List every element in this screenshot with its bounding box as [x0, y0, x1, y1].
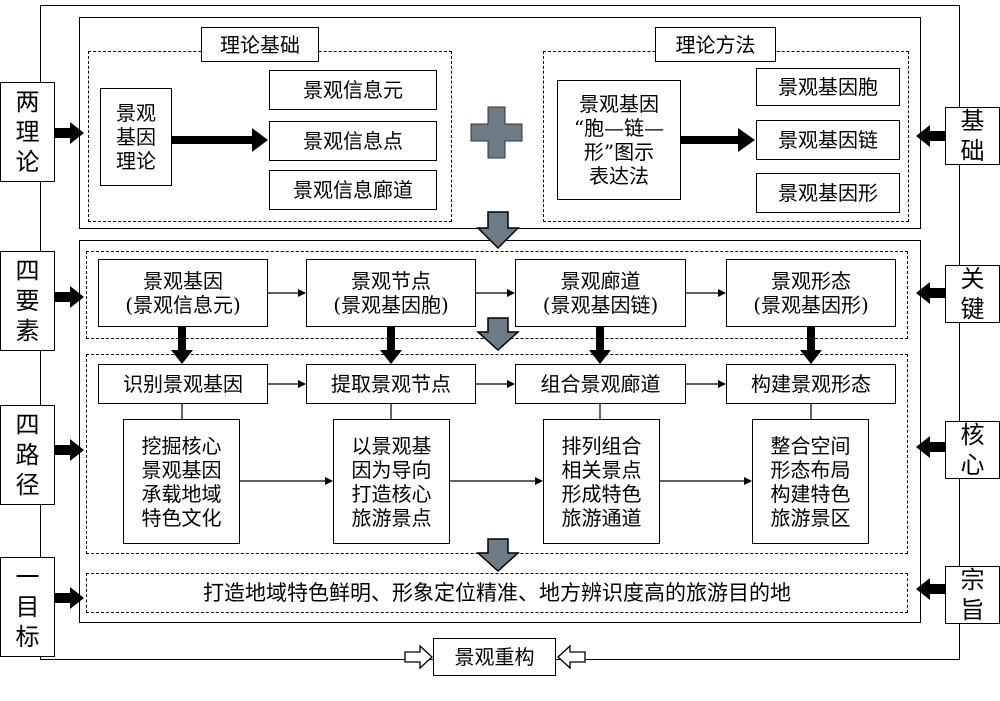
path-combine-desc: 排列组合 相关景点 形成特色 旅游通道	[543, 419, 660, 544]
element-corridor: 景观廊道 (景观基因链)	[515, 259, 686, 327]
element-node-title: 景观节点	[351, 269, 431, 293]
path-extract-title: 提取景观节点	[306, 364, 476, 404]
grey-down-arrows	[476, 211, 520, 573]
right-label-core: 核 心	[945, 421, 1000, 479]
right-label-purpose: 宗 旨	[945, 566, 1000, 624]
element-form: 景观形态 (景观基因形)	[726, 259, 896, 327]
path-build-title: 构建景观形态	[726, 364, 896, 404]
element-gene-title: 景观基因	[143, 269, 223, 293]
path-identify-title: 识别景观基因	[98, 364, 268, 404]
left-label-one-goal: 一 目 标	[0, 557, 55, 657]
theory-method-title: 理论方法	[655, 27, 776, 62]
goal-text: 打造地域特色鲜明、形象定位精准、地方辨识度高的旅游目的地	[203, 581, 791, 605]
right-thick-arrows	[916, 125, 945, 600]
left-thick-arrows	[55, 122, 84, 609]
element-gene: 景观基因 (景观信息元)	[98, 259, 268, 327]
element-corridor-title: 景观廊道	[560, 269, 641, 293]
theory-bold-arrow	[172, 128, 268, 152]
element-path-down-arrows	[171, 327, 822, 364]
element-node: 景观节点 (景观基因胞)	[306, 259, 476, 327]
path-extract-desc: 以景观基 因为导向 打造核心 旅游景点	[333, 419, 450, 544]
right-label-basis: 基 础	[945, 107, 1000, 165]
path-build-desc: 整合空间 形态布局 构建特色 旅游景区	[752, 419, 869, 544]
path-combine-title: 组合景观廊道	[515, 364, 686, 404]
gene-cell: 景观基因胞	[756, 68, 900, 106]
gene-form: 景观基因形	[756, 173, 900, 213]
right-label-key: 关 键	[945, 265, 1000, 323]
title-desc-connectors	[181, 404, 812, 419]
reconstruction-hollow-arrows	[404, 644, 586, 670]
info-point: 景观信息点	[269, 121, 437, 161]
element-form-sub: (景观基因形)	[753, 293, 869, 317]
method-bold-arrow	[681, 128, 755, 152]
goal-group	[86, 573, 908, 613]
element-corridor-sub: (景观基因链)	[542, 293, 659, 317]
gene-chain: 景观基因链	[756, 120, 900, 160]
landscape-gene-theory: 景观 基因 理论	[100, 88, 172, 186]
landscape-reconstruction: 景观重构	[433, 638, 556, 676]
element-gene-sub: (景观信息元)	[125, 293, 241, 317]
left-label-two-theories: 两 理 论	[0, 82, 55, 182]
theory-basis-title: 理论基础	[201, 27, 319, 62]
gene-diagram-method: 景观基因 “胞—链— 形”图示 表达法	[557, 80, 681, 200]
path-identify-desc: 挖掘核心 景观基因 承载地域 特色文化	[123, 419, 240, 544]
left-label-four-paths: 四 路 径	[0, 405, 55, 505]
left-label-four-elements: 四 要 素	[0, 251, 55, 351]
element-node-sub: (景观基因胞)	[333, 293, 449, 317]
element-form-title: 景观形态	[771, 269, 851, 293]
plus-icon	[470, 106, 523, 159]
info-corridor: 景观信息廊道	[269, 170, 437, 210]
info-element: 景观信息元	[269, 70, 437, 110]
